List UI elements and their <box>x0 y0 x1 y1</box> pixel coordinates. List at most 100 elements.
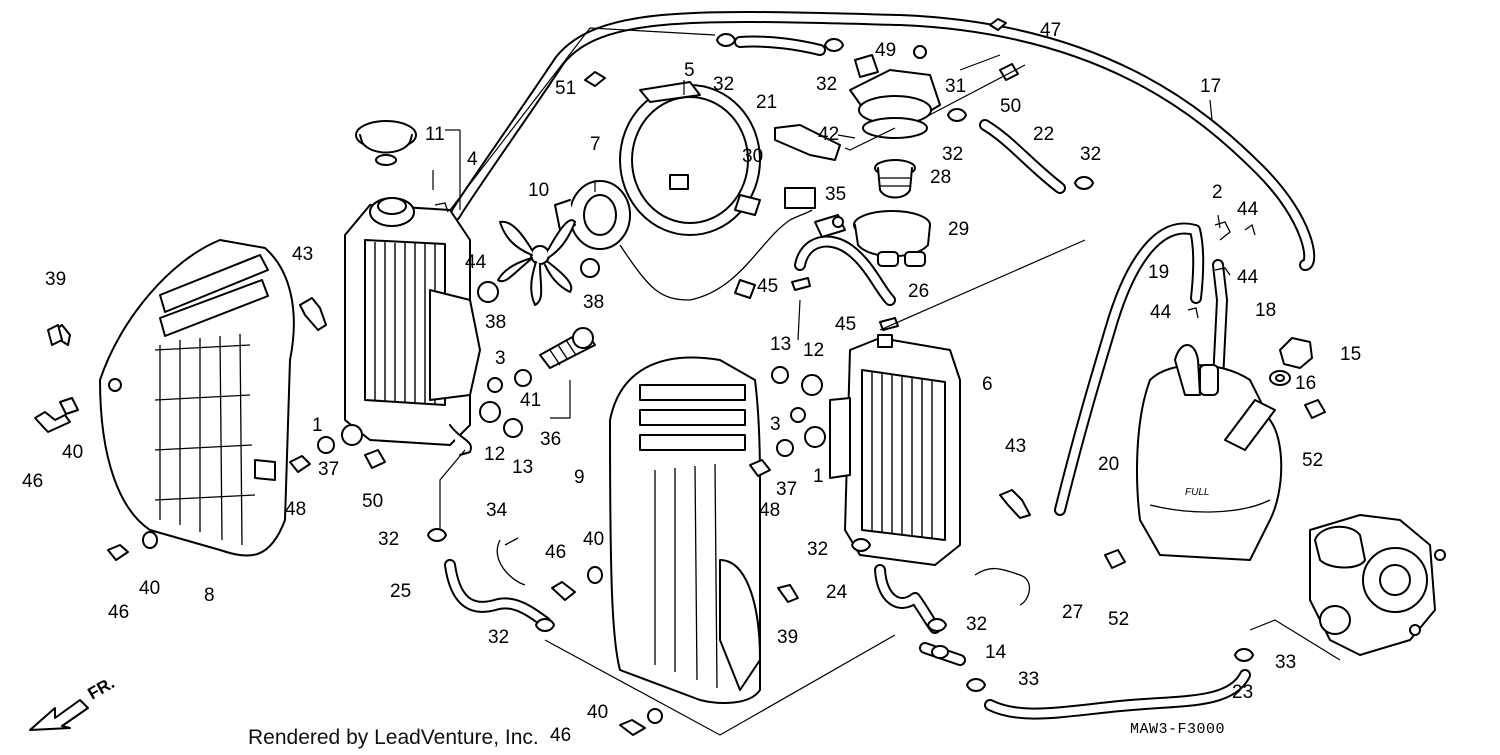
callout-19: 19 <box>1148 262 1169 283</box>
callout-4: 4 <box>467 149 478 170</box>
callout-3: 3 <box>770 414 781 435</box>
callout-33: 33 <box>1018 669 1039 690</box>
water-pump <box>1309 514 1446 656</box>
hose-17-long-overflow <box>449 10 1316 271</box>
callout-7: 7 <box>590 134 601 155</box>
leader-lines <box>432 27 1341 736</box>
left-radiator-4 <box>344 197 481 456</box>
callout-12: 12 <box>803 340 824 361</box>
callout-14: 14 <box>985 642 1007 663</box>
callout-3: 3 <box>495 348 506 369</box>
callout-40: 40 <box>139 578 160 599</box>
callout-48: 48 <box>285 499 306 520</box>
hose-24-lower-right <box>874 564 941 634</box>
callout-50: 50 <box>1000 96 1021 117</box>
callout-37: 37 <box>776 479 797 500</box>
callout-34: 34 <box>486 500 508 521</box>
callout-44: 44 <box>1237 267 1259 288</box>
callout-28: 28 <box>930 167 951 188</box>
hose-26-bypass <box>794 235 896 306</box>
callout-27: 27 <box>1062 602 1083 623</box>
callout-5: 5 <box>684 60 695 81</box>
callout-11: 11 <box>425 124 445 145</box>
callout-38: 38 <box>583 292 604 313</box>
callout-35: 35 <box>825 184 846 205</box>
callout-41: 41 <box>520 390 541 411</box>
callout-2: 2 <box>1212 182 1223 203</box>
callout-44: 44 <box>1237 199 1259 220</box>
tank-marking: FULL <box>1185 487 1209 498</box>
hose-25-lower-left <box>444 559 551 628</box>
thermostat-cover-29 <box>853 210 931 267</box>
left-shroud-8 <box>99 239 295 557</box>
callout-52: 52 <box>1108 609 1129 630</box>
callout-45: 45 <box>757 276 778 297</box>
credit-text: Rendered by LeadVenture, Inc. <box>248 726 539 749</box>
callout-37: 37 <box>318 459 339 480</box>
callout-46: 46 <box>22 471 43 492</box>
bracket-30 <box>774 124 841 161</box>
fasteners <box>34 18 1326 736</box>
right-radiator-6 <box>829 334 961 566</box>
callout-38: 38 <box>485 312 506 333</box>
callout-9: 9 <box>574 467 585 488</box>
callout-21: 21 <box>756 92 777 113</box>
callout-32: 32 <box>1080 144 1101 165</box>
callout-6: 6 <box>982 374 993 395</box>
fan-shroud-5 <box>619 81 761 236</box>
callout-44: 44 <box>465 252 487 273</box>
callout-32: 32 <box>488 627 509 648</box>
callout-39: 39 <box>777 627 798 648</box>
reserve-tank-20: FULL <box>1136 344 1283 561</box>
callout-44: 44 <box>1150 302 1172 323</box>
callout-15: 15 <box>1340 344 1361 365</box>
callout-17: 17 <box>1200 76 1221 97</box>
callout-23: 23 <box>1232 682 1253 703</box>
callout-50: 50 <box>362 491 383 512</box>
callout-25: 25 <box>390 581 411 602</box>
callout-29: 29 <box>948 219 969 240</box>
callout-labels: 47 49 5 32 32 51 21 31 50 17 11 4 42 30 … <box>22 20 1361 746</box>
callout-8: 8 <box>204 585 215 606</box>
callout-48: 48 <box>759 500 780 521</box>
callout-46: 46 <box>550 725 571 746</box>
fan-switch-36 <box>514 327 596 387</box>
callout-16: 16 <box>1295 373 1316 394</box>
callout-40: 40 <box>62 442 83 463</box>
radiator-cap-11 <box>355 120 417 166</box>
callout-18: 18 <box>1255 300 1276 321</box>
callout-32: 32 <box>942 144 963 165</box>
callout-46: 46 <box>108 602 129 623</box>
front-label: FR. <box>85 673 118 703</box>
diagram-code: MAW3-F3000 <box>1130 721 1225 738</box>
callout-30: 30 <box>742 146 763 167</box>
callout-22: 22 <box>1033 124 1054 145</box>
fan-motor-7 <box>554 180 816 301</box>
callout-32: 32 <box>713 74 734 95</box>
callout-13: 13 <box>770 334 791 355</box>
callout-40: 40 <box>583 529 604 550</box>
tank-cap-15 <box>1279 337 1313 369</box>
hose-23-water-pump <box>984 669 1251 720</box>
callout-42: 42 <box>818 124 839 145</box>
callout-49: 49 <box>875 40 896 61</box>
callout-47: 47 <box>1040 20 1061 41</box>
callout-45: 45 <box>835 314 856 335</box>
callout-1: 1 <box>813 466 824 487</box>
callout-12: 12 <box>484 444 505 465</box>
callout-13: 13 <box>512 457 533 478</box>
callout-32: 32 <box>378 529 399 550</box>
callout-36: 36 <box>540 429 561 450</box>
callout-26: 26 <box>908 281 929 302</box>
callout-43: 43 <box>292 244 313 265</box>
callout-39: 39 <box>45 269 66 290</box>
hose-21-upper <box>734 35 826 56</box>
temp-sensor-35 <box>814 214 846 238</box>
callout-20: 20 <box>1098 454 1119 475</box>
tank-washer-16 <box>1269 370 1291 386</box>
callout-33: 33 <box>1275 652 1296 673</box>
hose-22-upper-right <box>979 119 1066 194</box>
right-shroud-9 <box>609 356 761 704</box>
hose-18-tank-breather <box>1212 259 1228 386</box>
